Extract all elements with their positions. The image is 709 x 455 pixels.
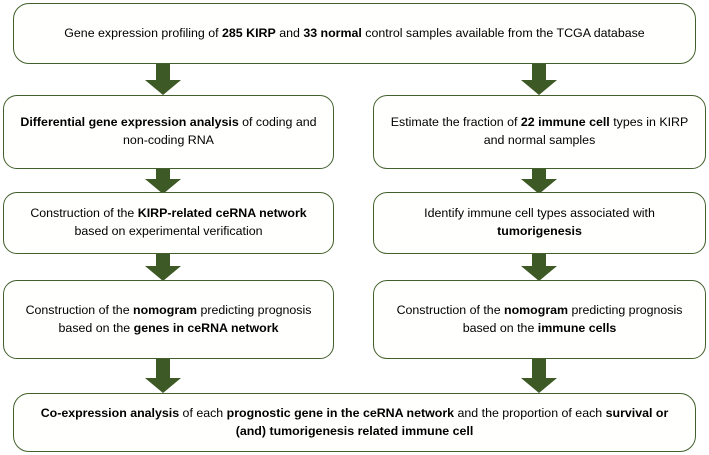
flow-node-data-source: Gene expression profiling of 285 KIRP an… xyxy=(13,3,696,64)
down-arrow-icon-left-2-to-3 xyxy=(145,254,181,281)
flow-node-immune-tumorigenesis: Identify immune cell types associated wi… xyxy=(373,192,706,254)
arrow-stem xyxy=(156,169,170,179)
down-arrow-icon-left-1-to-2 xyxy=(145,169,181,194)
arrow-stem xyxy=(532,359,546,378)
arrow-head xyxy=(145,179,181,194)
arrow-stem xyxy=(156,359,170,378)
flow-node-co-expression-analysis: Co-expression analysis of each prognosti… xyxy=(13,393,696,452)
flow-node-text: Co-expression analysis of each prognosti… xyxy=(40,405,669,438)
arrow-stem xyxy=(532,169,546,179)
arrow-head xyxy=(145,80,181,95)
down-arrow-icon-right-2-to-3 xyxy=(521,254,557,281)
flow-node-text: Estimate the fraction of 22 immune cell … xyxy=(390,115,689,147)
flow-node-nomogram-immune: Construction of the nomogram predicting … xyxy=(373,280,706,359)
flow-node-text: Construction of the nomogram predicting … xyxy=(25,302,312,335)
arrow-stem xyxy=(156,254,170,266)
flow-node-text: Gene expression profiling of 285 KIRP an… xyxy=(64,25,645,40)
arrow-head xyxy=(521,179,557,194)
flow-node-text: Differential gene expression analysis of… xyxy=(20,115,317,147)
flow-node-immune-fraction: Estimate the fraction of 22 immune cell … xyxy=(373,95,706,169)
flow-node-text: Construction of the KIRP-related ceRNA n… xyxy=(30,206,307,238)
arrow-head xyxy=(521,266,557,281)
down-arrow-icon-top-to-left-1 xyxy=(145,64,181,95)
arrow-head xyxy=(145,266,181,281)
arrow-head xyxy=(145,378,181,393)
flow-node-text: Construction of the nomogram predicting … xyxy=(396,302,683,335)
arrow-stem xyxy=(532,64,546,80)
down-arrow-icon-left-3-to-bottom xyxy=(145,359,181,393)
arrow-stem xyxy=(156,64,170,80)
flow-node-nomogram-genes: Construction of the nomogram predicting … xyxy=(3,280,334,359)
flow-node-cerna-network: Construction of the KIRP-related ceRNA n… xyxy=(3,192,334,254)
arrow-head xyxy=(521,80,557,95)
down-arrow-icon-top-to-right-1 xyxy=(521,64,557,95)
flow-node-text: Identify immune cell types associated wi… xyxy=(424,206,655,238)
down-arrow-icon-right-3-to-bottom xyxy=(521,359,557,393)
arrow-head xyxy=(521,378,557,393)
down-arrow-icon-right-1-to-2 xyxy=(521,169,557,194)
flow-node-differential-expression: Differential gene expression analysis of… xyxy=(3,95,334,169)
arrow-stem xyxy=(532,254,546,266)
